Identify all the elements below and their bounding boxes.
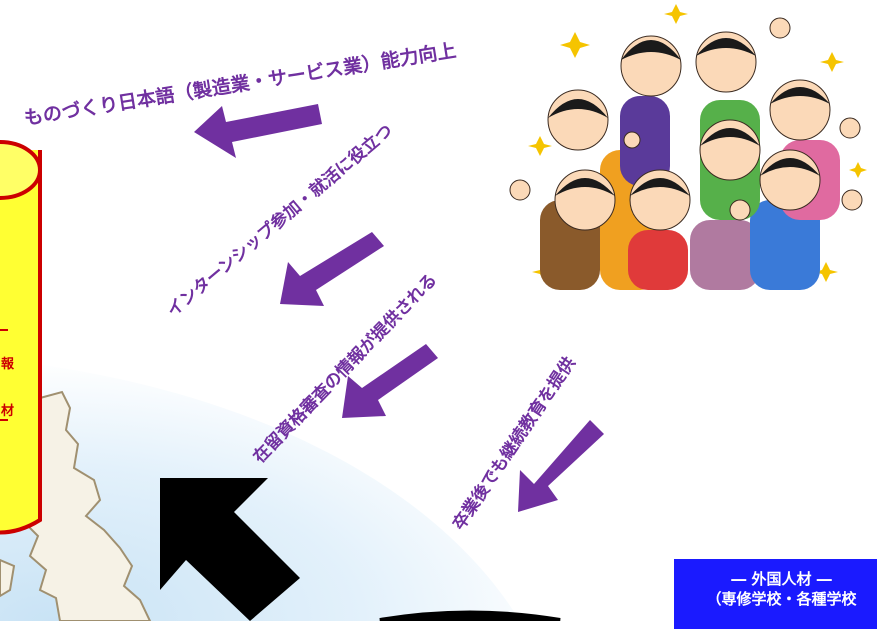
foreign-talent-box: ― 外国人材 ― （専修学校・各種学校	[674, 559, 877, 629]
cylinder-text-1: 報	[1, 357, 15, 372]
arrow-internship	[280, 232, 384, 306]
sea-area	[0, 360, 520, 621]
bottom-arc-shape	[379, 610, 561, 621]
cylinder-shape	[0, 140, 42, 535]
big-arrow-icon	[160, 478, 300, 621]
island-icon	[0, 558, 16, 598]
cylinder-text-2: 材	[1, 404, 15, 419]
arrow-skills	[194, 104, 322, 158]
box-line-2: （専修学校・各種学校	[706, 590, 857, 608]
arrow-visa	[342, 344, 438, 418]
people-illustration	[509, 4, 867, 290]
arrow-continuing	[518, 420, 604, 512]
box-line-1: ― 外国人材 ―	[731, 570, 832, 588]
